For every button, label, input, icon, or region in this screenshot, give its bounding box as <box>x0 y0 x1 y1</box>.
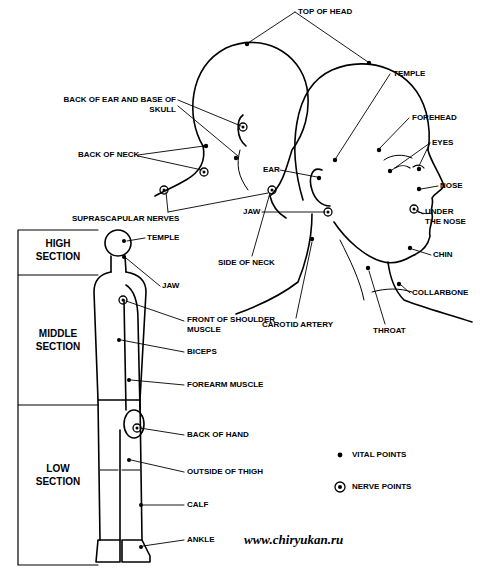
point-label: UNDER THE NOSE <box>425 207 469 227</box>
section-label: LOW SECTION <box>24 462 92 488</box>
point-label: CHIN <box>433 250 453 260</box>
point-label: FRONT OF SHOULDER MUSCLE <box>187 315 297 335</box>
point-label: THROAT <box>373 326 406 336</box>
point-label: BICEPS <box>187 347 217 357</box>
point-label: EAR <box>263 165 280 175</box>
point-label: FOREARM MUSCLE <box>187 380 263 390</box>
point-label: OUTSIDE OF THIGH <box>187 467 263 477</box>
section-label: MIDDLE SECTION <box>24 327 92 353</box>
point-label: BACK OF HAND <box>187 430 249 440</box>
point-label: TEMPLE <box>147 233 179 243</box>
section-label: HIGH SECTION <box>24 237 92 263</box>
point-label: ANKLE <box>187 535 215 545</box>
point-label: BACK OF NECK <box>78 150 136 160</box>
point-label: SUPRASCAPULAR NERVES <box>72 214 179 224</box>
point-label: TOP OF HEAD <box>298 7 352 17</box>
legend-text: VITAL POINTS <box>352 450 406 460</box>
point-label: JAW <box>162 281 179 291</box>
point-label: FOREHEAD <box>412 113 457 123</box>
point-label: COLLARBONE <box>412 288 468 298</box>
point-label: BACK OF EAR AND BASE OF SKULL <box>58 95 176 115</box>
point-label: JAW <box>243 207 260 217</box>
watermark: www.chiryukan.ru <box>244 532 343 547</box>
point-label: EYES <box>432 138 453 148</box>
point-label: SIDE OF NECK <box>218 258 275 268</box>
point-label: CALF <box>187 500 208 510</box>
legend-text: NERVE POINTS <box>352 482 411 492</box>
point-label: TEMPLE <box>393 69 425 79</box>
point-label: NOSE <box>440 181 463 191</box>
